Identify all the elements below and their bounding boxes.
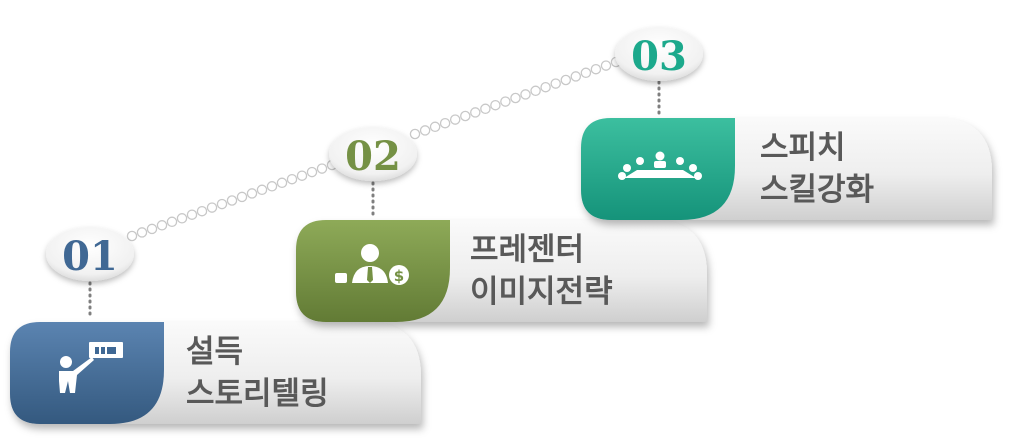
connector-dot — [500, 96, 511, 107]
connector-dot — [480, 103, 491, 115]
connector-dot — [296, 170, 308, 181]
connector-dot — [306, 166, 318, 178]
connector-dot — [196, 205, 208, 217]
businessman-money-icon: $ — [335, 244, 409, 285]
connector-dot — [156, 220, 168, 231]
connector-dot — [246, 188, 258, 199]
step-2: $ 프레젠터 이미지전략 02 — [296, 127, 707, 322]
connector-dot — [490, 99, 501, 111]
connector-dot — [530, 85, 541, 97]
connector-dots — [126, 56, 622, 242]
step-1-line2: 스토리텔링 — [186, 376, 329, 412]
connector-dot — [236, 191, 248, 203]
step-1: 설득 스토리텔링 01 — [10, 227, 421, 424]
connector-dot — [570, 71, 582, 82]
connector-dot — [166, 216, 178, 228]
connector-dot — [419, 125, 431, 136]
connector-dot — [186, 209, 198, 220]
connector-dot — [439, 117, 451, 129]
presenter-icon — [59, 342, 123, 393]
connector-dot — [590, 63, 602, 75]
connector-dot — [460, 110, 471, 122]
connector-dot — [540, 81, 551, 93]
meeting-table-icon — [618, 151, 702, 180]
connector-dot — [470, 107, 481, 118]
step-2-number: 02 — [345, 133, 401, 180]
connector-dot — [276, 177, 288, 189]
drop-lines — [88, 80, 661, 320]
step-3: 스피치 스킬강화 03 — [581, 27, 992, 220]
connector-dot — [136, 227, 148, 238]
step-1-line1: 설득 — [186, 334, 243, 370]
step-1-number-badge: 01 — [46, 227, 134, 281]
connector-dot — [510, 92, 521, 104]
connector-dot — [226, 195, 238, 206]
connector-dot — [429, 121, 441, 133]
connector-dot — [266, 181, 278, 192]
step-2-line1: 프레젠터 — [470, 232, 584, 268]
connector-dot — [286, 173, 298, 185]
connector-dot — [580, 67, 592, 79]
step-1-number: 01 — [62, 233, 118, 280]
connector-dot — [520, 89, 531, 100]
step-3-number-badge: 03 — [615, 27, 703, 81]
step-3-line1: 스피치 — [760, 130, 846, 166]
connector-dot — [409, 128, 421, 140]
connector-dot — [550, 78, 561, 89]
connector-dot — [449, 114, 461, 125]
connector-dot — [146, 223, 158, 235]
connector-dot — [560, 74, 572, 86]
dollar-icon: $ — [394, 267, 404, 285]
connector-dot — [176, 213, 188, 224]
connector-dot — [256, 184, 268, 196]
connector-dot — [600, 60, 612, 71]
connector-dot — [206, 202, 218, 213]
connector-dot — [126, 230, 138, 242]
step-1-color-tab — [10, 322, 164, 424]
step-3-color-tab — [581, 118, 735, 220]
step-2-line2: 이미지전략 — [470, 274, 613, 310]
connector-dot — [216, 198, 228, 210]
step-3-number: 03 — [631, 33, 687, 80]
step-2-number-badge: 02 — [329, 127, 417, 181]
connector-dot — [316, 163, 328, 174]
step-3-line2: 스킬강화 — [760, 172, 875, 208]
